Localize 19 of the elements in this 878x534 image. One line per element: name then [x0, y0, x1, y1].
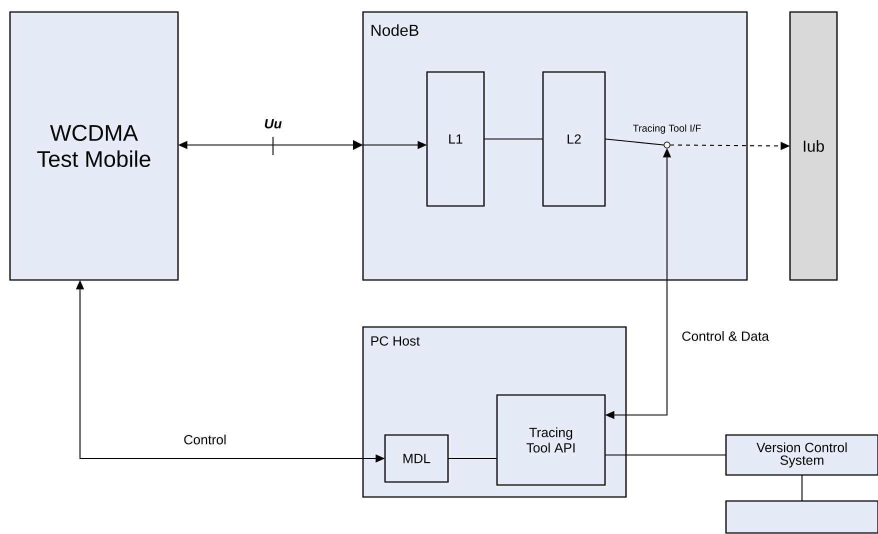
- layer-box: L2: [542, 71, 606, 207]
- connector: [605, 454, 726, 456]
- connector: [801, 475, 803, 501]
- api-box: Tracing Tool API: [496, 394, 606, 486]
- connector: [448, 458, 497, 460]
- module-box: MDL: [384, 434, 449, 483]
- edge-label: Uu: [262, 118, 284, 130]
- layer-box: L1: [426, 71, 485, 207]
- interface-label: Tracing Tool I/F: [632, 124, 701, 134]
- edge-label: Control & Data: [680, 330, 770, 342]
- connector: [604, 138, 664, 146]
- device-box: WCDMA Test Mobile: [9, 11, 179, 281]
- panel-title: NodeB: [372, 24, 418, 36]
- system-box: [725, 500, 878, 534]
- system-box: Version Control System: [725, 434, 878, 476]
- panel-title: PC Host: [371, 336, 420, 346]
- interface-bar: Iub: [789, 11, 838, 281]
- connector: [484, 138, 543, 140]
- edge-label: Control: [182, 433, 228, 446]
